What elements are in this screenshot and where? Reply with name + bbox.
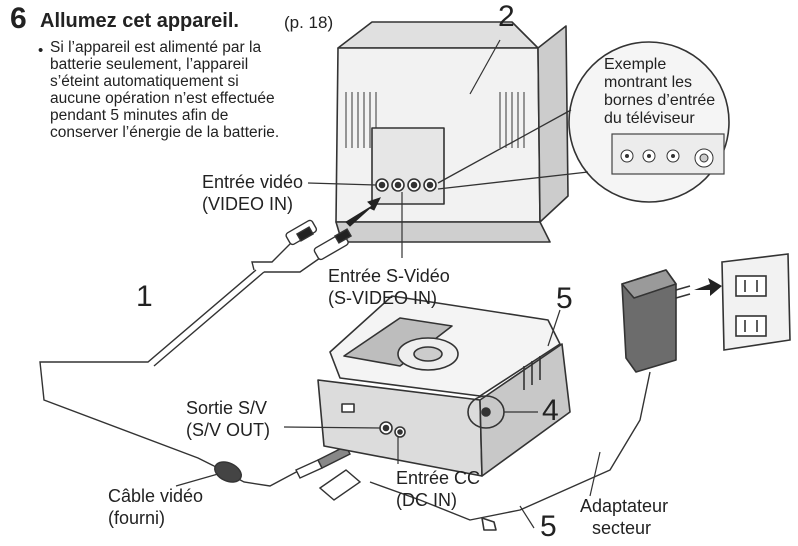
inset-line: montrant les — [604, 74, 693, 91]
adapter-label-2: secteur — [592, 518, 652, 538]
ac-adapter-illustration — [369, 269, 691, 531]
callout-5-adapter-cable: 5 — [540, 510, 557, 543]
inset-line: du téléviseur — [604, 110, 695, 127]
note-line: aucune opération n’est effectuée — [50, 90, 275, 107]
tv-terminals-inset — [437, 41, 730, 203]
cable-note: (fourni) — [108, 508, 166, 528]
note-line: Si l’appareil est alimenté par la — [50, 39, 262, 56]
plug-arrow — [694, 278, 722, 296]
wall-outlet-illustration — [721, 253, 791, 351]
insert-arrow — [345, 197, 381, 227]
svideo-in-label: Entrée S-Vidéo — [328, 266, 450, 286]
tv-rear-illustration — [335, 21, 569, 243]
leader-lines — [175, 39, 601, 529]
note-line: batterie seulement, l’appareil — [50, 56, 249, 73]
callout-4-dc-port: 4 — [542, 394, 559, 427]
callout-2-tv: 2 — [498, 0, 515, 33]
callout-5-camera: 5 — [556, 282, 573, 315]
cable-plugs-tv — [285, 219, 353, 261]
note-line: pendant 5 minutes afin de — [50, 107, 229, 124]
cable-plugs-camera — [214, 445, 362, 501]
sv-out-code: (S/V OUT) — [186, 420, 270, 440]
sv-out-label: Sortie S/V — [186, 398, 268, 418]
video-in-label: Entrée vidéo — [202, 172, 304, 192]
video-cable — [39, 243, 331, 487]
step-title: Allumez cet appareil. — [40, 10, 239, 32]
cable-label: Câble vidéo — [108, 486, 204, 506]
note-bullet: • — [38, 42, 44, 59]
note-line: conserver l’énergie de la batterie. — [50, 124, 280, 141]
svideo-in-code: (S-VIDEO IN) — [328, 288, 438, 308]
video-in-code: (VIDEO IN) — [202, 194, 294, 214]
inset-line: bornes d’entrée — [604, 92, 716, 109]
callout-1-cable: 1 — [136, 280, 153, 313]
note-line: s’éteint automatiquement si — [50, 73, 239, 90]
inset-line: Exemple — [604, 56, 667, 73]
dc-in-label: Entrée CC — [396, 468, 481, 488]
camera-illustration — [317, 295, 571, 477]
page-reference: (p. 18) — [284, 13, 334, 32]
step-number: 6 — [10, 2, 27, 35]
adapter-label: Adaptateur — [580, 496, 669, 516]
dc-in-code: (DC IN) — [396, 490, 457, 510]
